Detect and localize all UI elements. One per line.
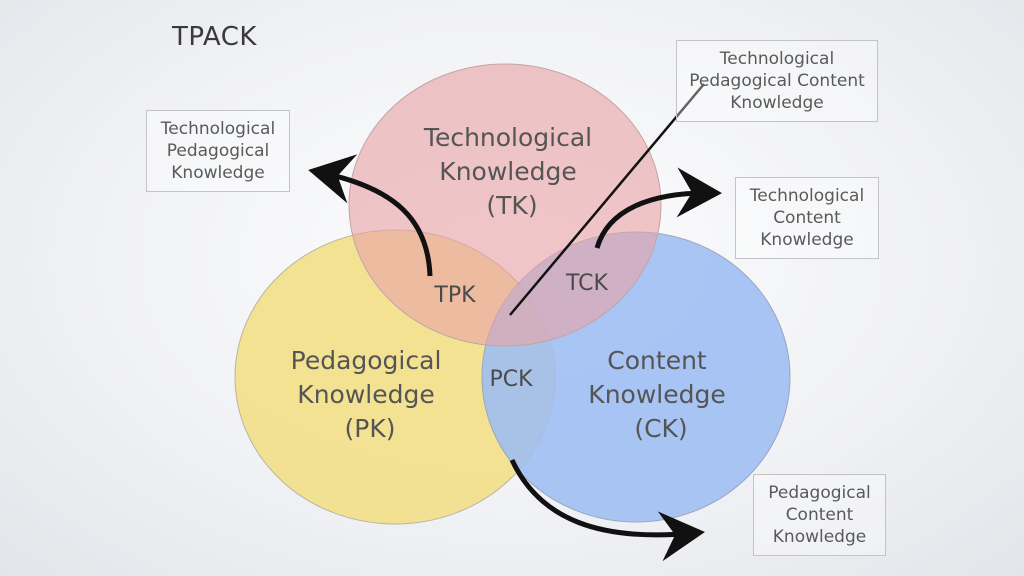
tk-label: Technological Knowledge (TK) xyxy=(423,123,600,220)
tpack-pointer-line xyxy=(509,83,705,316)
tpk-region-label: TPK xyxy=(433,283,476,308)
callout-line: Knowledge xyxy=(760,230,854,250)
tck-callout-box: Technological Content Knowledge xyxy=(735,177,879,259)
callout-line: Content xyxy=(773,208,841,228)
tck-region-label: TCK xyxy=(565,271,609,296)
callout-line: Knowledge xyxy=(730,93,824,113)
callout-line: Technological xyxy=(719,49,835,69)
pck-arrow xyxy=(509,458,705,562)
callout-line: Pedagogical xyxy=(768,483,871,503)
ck-label: Content Knowledge (CK) xyxy=(588,346,733,443)
callout-line: Knowledge xyxy=(171,163,265,183)
pk-label: Pedagogical Knowledge (PK) xyxy=(291,346,450,443)
callout-line: Knowledge xyxy=(772,527,867,547)
callout-line: Technological xyxy=(749,186,865,206)
tpk-callout-box: Technological Pedagogical Knowledge xyxy=(146,110,290,192)
tpack-callout-box: Technological Pedagogical Content Knowle… xyxy=(676,40,878,122)
slide-title: TPACK xyxy=(172,22,257,52)
callout-line: Pedagogical xyxy=(166,141,270,161)
tck-arrow xyxy=(594,167,722,249)
callout-line: Pedagogical Content xyxy=(689,71,865,91)
tk-circle xyxy=(348,63,662,347)
callout-line: Technological xyxy=(160,119,276,139)
pck-region-label: PCK xyxy=(489,367,533,392)
pck-callout-box: Pedagogical Content Knowledge xyxy=(753,474,886,556)
tpk-arrow xyxy=(308,154,433,277)
callout-line: Content xyxy=(785,505,854,525)
